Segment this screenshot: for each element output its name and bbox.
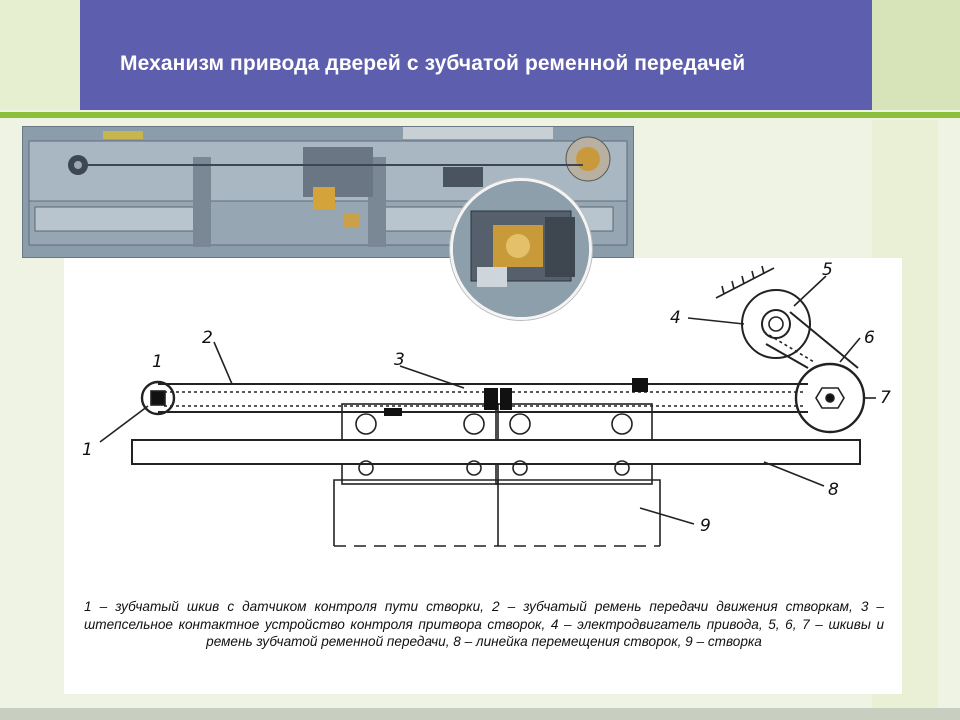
decor-right-strip [872, 0, 960, 110]
slide-title: Механизм привода дверей с зубчатой ремен… [120, 52, 746, 75]
accent-rule [0, 112, 960, 118]
label-5: 5 [822, 260, 833, 280]
label-2: 2 [202, 328, 213, 348]
decor-bottom-band [0, 708, 960, 720]
label-7: 7 [880, 388, 891, 408]
label-9: 9 [700, 516, 711, 536]
label-1-side: 1 [82, 440, 93, 460]
label-6: 6 [864, 328, 875, 348]
label-4: 4 [670, 308, 681, 328]
slide-header: Механизм привода дверей с зубчатой ремен… [80, 0, 872, 110]
label-3: 3 [394, 350, 405, 370]
label-1-top: 1 [152, 352, 163, 372]
diagram-caption: 1 – зубчатый шкив с датчиком контроля пу… [84, 599, 884, 650]
zoom-inset-photo [450, 178, 592, 320]
door-drive-schematic [99, 265, 876, 547]
diagram-panel: 1 1 2 3 4 5 6 7 8 9 1 – зубчатый шкив с … [64, 258, 902, 694]
label-8: 8 [828, 480, 839, 500]
decor-left-strip [0, 0, 80, 110]
